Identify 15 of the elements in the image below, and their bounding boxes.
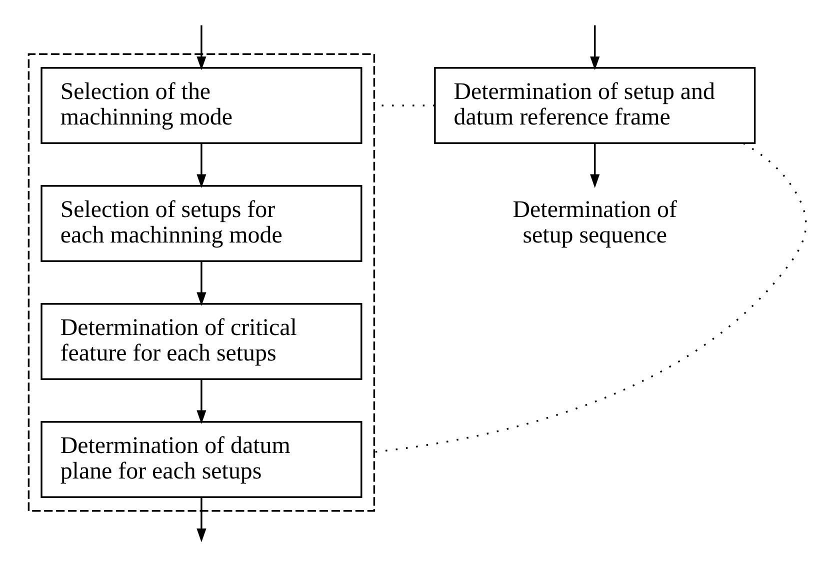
arrow [196, 24, 206, 70]
node-box: Selection of setups for each machinning mode [40, 184, 362, 262]
node-box: Determination of datum plane for each setups [40, 420, 362, 498]
arrow [196, 378, 206, 424]
node-box: Determination of setup and datum reference frame [434, 66, 756, 144]
arrow [590, 142, 600, 188]
cluster [28, 52, 376, 512]
connector [374, 142, 807, 452]
arrow [590, 24, 600, 70]
node-box: Determination of critical feature for each setups [40, 302, 362, 380]
node-text: Determination of setup sequence [512, 196, 677, 248]
arrow [196, 260, 206, 306]
node-box: Selection of the machinning mode [40, 66, 362, 144]
arrow [196, 496, 206, 542]
arrow [196, 142, 206, 188]
